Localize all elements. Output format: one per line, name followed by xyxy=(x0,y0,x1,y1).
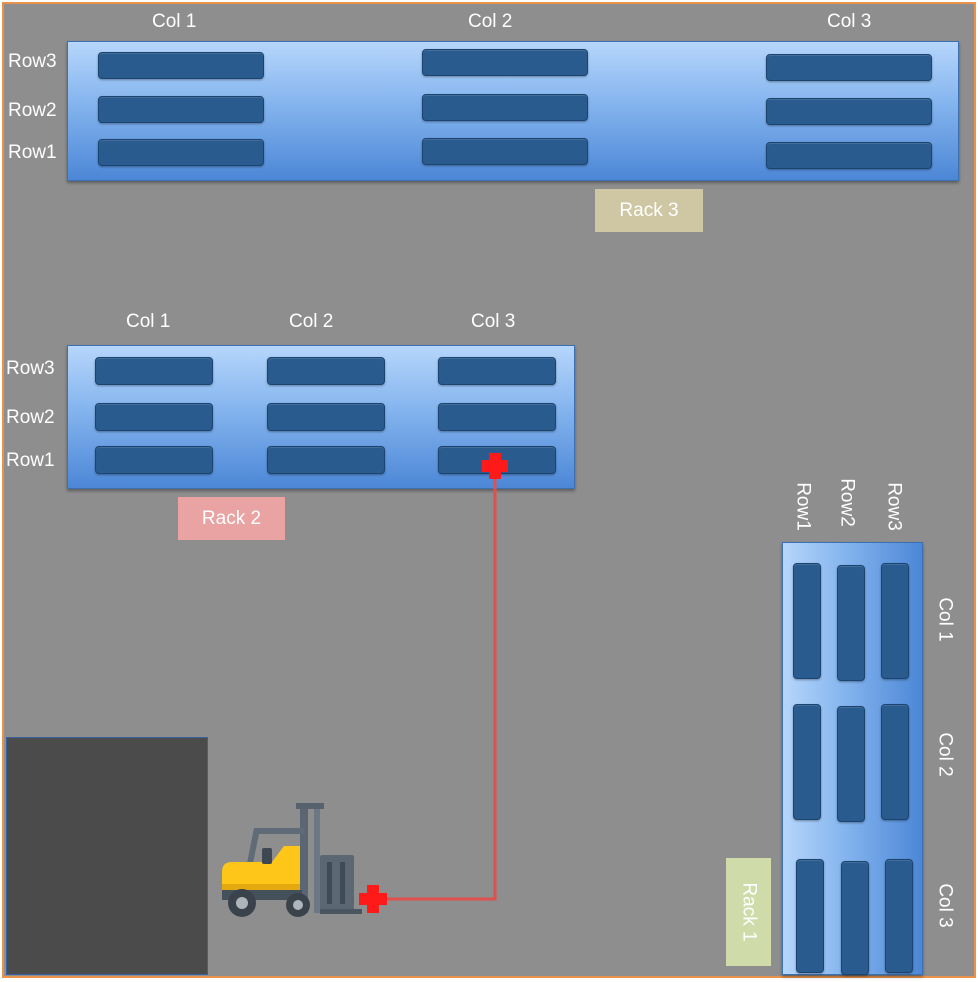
start-marker-icon[interactable] xyxy=(359,885,387,913)
rack2-bin-r3-c3[interactable] xyxy=(438,357,556,385)
rack1-bin-r2-c1[interactable] xyxy=(837,565,865,681)
rack3-bin-r1-c3[interactable] xyxy=(766,142,932,169)
rack3-bin-r3-c3[interactable] xyxy=(766,54,932,81)
rack2-bin-r1-c1[interactable] xyxy=(95,446,213,474)
rack2-col-2-label: Col 2 xyxy=(289,311,334,332)
route-path xyxy=(373,465,497,901)
rack3-bin-r2-c1[interactable] xyxy=(98,96,264,123)
rack2-bin-r2-c3[interactable] xyxy=(438,403,556,431)
target-marker-icon[interactable] xyxy=(482,453,508,479)
rack2-bin-r2-c2[interactable] xyxy=(267,403,385,431)
rack2-tag: Rack 2 xyxy=(178,497,285,540)
rack2-bin-r3-c2[interactable] xyxy=(267,357,385,385)
rack-2[interactable] xyxy=(67,345,575,489)
rack1-bin-r2-c2[interactable] xyxy=(837,706,865,822)
rack1-bin-r3-c3[interactable] xyxy=(885,859,913,973)
rack3-bin-r2-c2[interactable] xyxy=(422,94,588,121)
rack1-bin-r2-c3[interactable] xyxy=(841,861,869,975)
rack-1[interactable] xyxy=(782,542,923,975)
rack3-bin-r1-c2[interactable] xyxy=(422,138,588,165)
rack2-bin-r2-c1[interactable] xyxy=(95,403,213,431)
rack2-row1-label: Row1 xyxy=(6,450,55,471)
rack3-col-1-label: Col 1 xyxy=(152,11,197,32)
rack3-bin-r3-c1[interactable] xyxy=(98,52,264,79)
rack2-bin-r3-c1[interactable] xyxy=(95,357,213,385)
rack-3[interactable] xyxy=(67,41,959,181)
rack3-bin-r2-c3[interactable] xyxy=(766,98,932,125)
rack3-col-2-label: Col 2 xyxy=(468,11,513,32)
rack2-row2-label: Row2 xyxy=(6,407,55,428)
rack1-bin-r1-c3[interactable] xyxy=(796,859,824,973)
rack3-row1-label: Row1 xyxy=(8,142,57,163)
rack1-tag: Rack 1 xyxy=(726,858,771,966)
rack2-row3-label: Row3 xyxy=(6,358,55,379)
rack1-bin-r3-c1[interactable] xyxy=(881,563,909,679)
forklift-icon[interactable] xyxy=(222,803,362,917)
loading-dock xyxy=(6,737,208,975)
rack3-bin-r1-c1[interactable] xyxy=(98,139,264,166)
rack2-col-1-label: Col 1 xyxy=(126,311,171,332)
rack1-bin-r1-c1[interactable] xyxy=(793,563,821,679)
rack2-col-3-label: Col 3 xyxy=(471,311,516,332)
rack1-bin-r3-c2[interactable] xyxy=(881,704,909,820)
rack3-row2-label: Row2 xyxy=(8,100,57,121)
rack1-bin-r1-c2[interactable] xyxy=(793,704,821,820)
rack2-bin-r1-c2[interactable] xyxy=(267,446,385,474)
rack3-col-3-label: Col 3 xyxy=(827,11,872,32)
rack3-tag: Rack 3 xyxy=(595,189,703,232)
rack3-bin-r3-c2[interactable] xyxy=(422,49,588,76)
rack3-row3-label: Row3 xyxy=(8,51,57,72)
